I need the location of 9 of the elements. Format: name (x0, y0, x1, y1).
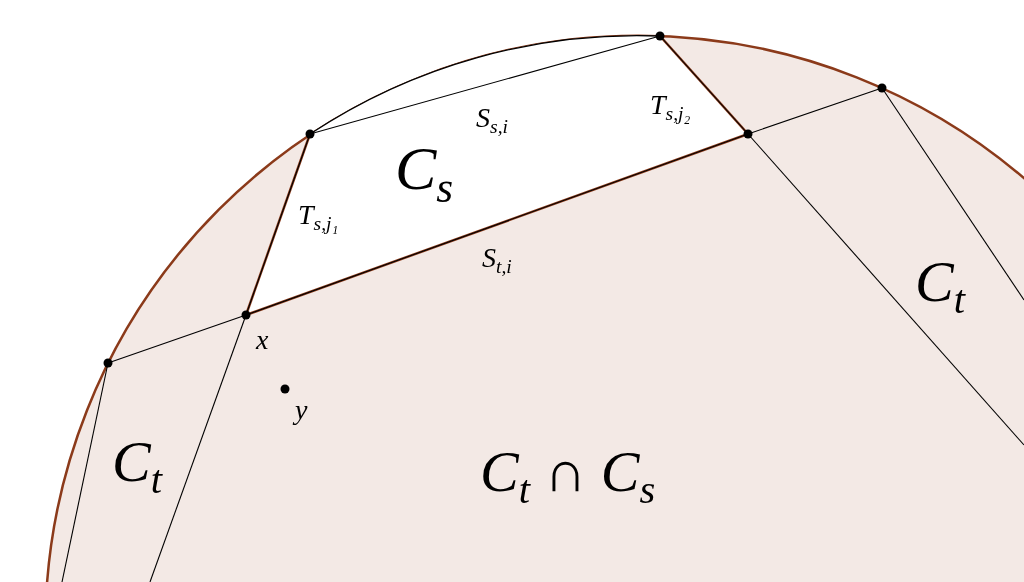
segment-label: T$_{s,j₁}$ (298, 201, 339, 234)
segment-label: S$_{t,i}$ (482, 244, 512, 277)
region-label: C$_{t}$ (112, 433, 162, 501)
region-label: C$_{t}$ ∩ C$_{s}$ (480, 443, 656, 511)
segment-label: T$_{s,j₂}$ (650, 91, 691, 124)
region-label: C$_{s}$ (395, 137, 454, 210)
segment-label: S$_{s,i}$ (476, 104, 508, 137)
point-label: x (256, 326, 269, 354)
region-label: C$_{t}$ (915, 253, 965, 321)
